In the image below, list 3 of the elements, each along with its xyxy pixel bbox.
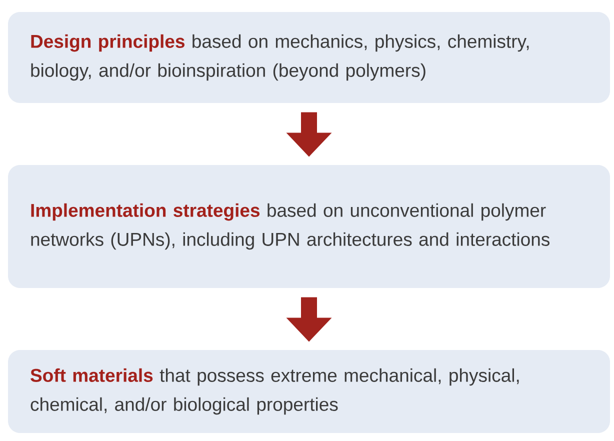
text-box: Soft materials that possess extreme mechanical, physical, chemical, and/or biological properties: [8, 350, 610, 433]
text-box: Implementation strategies based on unconventional polymer networks (UPNs), including UPN architectures and interactions: [8, 165, 610, 288]
text-box: Design principles based on mechanics, physics, chemistry, biology, and/or bioinspiration (beyond polymers): [8, 12, 610, 103]
